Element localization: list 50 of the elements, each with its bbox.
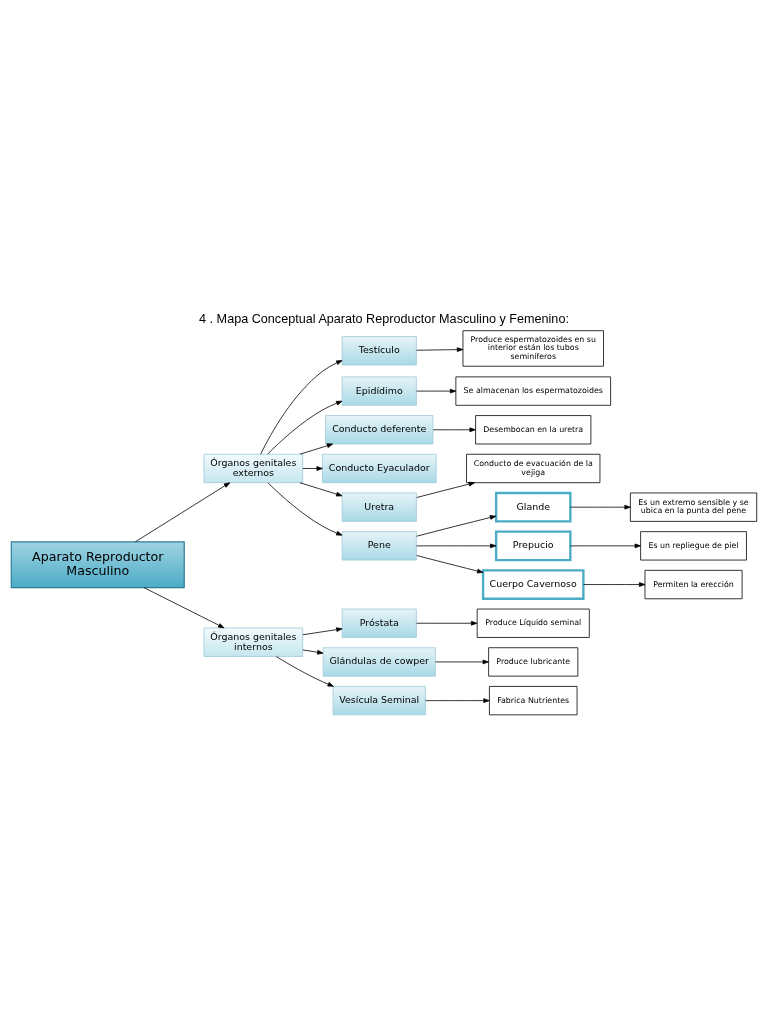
arrow bbox=[416, 543, 497, 548]
arrow bbox=[416, 388, 457, 393]
arrow bbox=[260, 359, 343, 455]
arrow bbox=[425, 697, 490, 703]
node-box: Produce lubricante bbox=[488, 646, 579, 677]
arrow bbox=[432, 426, 476, 432]
diagram-title: 4 . Mapa Conceptual Aparato Reproductor Masculino y Femenino: bbox=[199, 311, 569, 326]
node-box: Uretra bbox=[341, 492, 417, 522]
arrow bbox=[299, 442, 334, 455]
arrow bbox=[267, 481, 343, 536]
arrow bbox=[416, 346, 464, 352]
arrow bbox=[416, 554, 484, 573]
node-box: Produce espermatozoides en su interior están los tubos seminíferos bbox=[462, 329, 604, 367]
node-box: Fabrica Nutrientes bbox=[489, 685, 578, 715]
node-box: Glándulas de cowper bbox=[322, 646, 436, 677]
node-box: Cuerpo Cavernoso bbox=[481, 568, 585, 600]
node-box: Conducto de evacuación de la vejiga bbox=[466, 453, 601, 483]
arrow bbox=[302, 649, 324, 655]
arrow bbox=[143, 586, 225, 628]
arrow bbox=[570, 543, 641, 548]
arrow bbox=[416, 514, 497, 537]
arrow bbox=[302, 626, 343, 635]
arrow bbox=[583, 581, 646, 587]
arrow bbox=[435, 659, 489, 664]
node-box: Vesícula Seminal bbox=[332, 685, 426, 715]
node-box: Órganos genitales internos bbox=[203, 627, 304, 657]
node-box: Epidídimo bbox=[341, 376, 417, 406]
node-box: Órganos genitales externos bbox=[203, 453, 304, 483]
node-box: Conducto Eyaculador bbox=[322, 453, 437, 483]
node-box: Permiten la erección bbox=[644, 569, 743, 599]
node-box: Conducto deferente bbox=[325, 414, 434, 444]
arrow bbox=[416, 481, 475, 498]
node-box: Se almacenan los espermatozoides bbox=[455, 376, 611, 406]
node-box: Produce Líquido seminal bbox=[476, 608, 590, 638]
arrow bbox=[302, 465, 323, 471]
node-box: Pene bbox=[341, 530, 417, 560]
node-box: Prepucio bbox=[494, 529, 572, 561]
node-box: Próstata bbox=[341, 608, 417, 638]
arrow bbox=[135, 481, 231, 542]
node-box: Aparato Reproductor Masculino bbox=[10, 540, 185, 588]
node-box: Desembocan en la uretra bbox=[475, 414, 592, 444]
arrow bbox=[570, 504, 631, 509]
node-box: Testículo bbox=[341, 335, 417, 365]
arrow bbox=[416, 620, 478, 626]
arrow bbox=[267, 400, 343, 455]
arrow bbox=[275, 655, 334, 687]
node-box: Es un extremo sensible y se ubica en la punta del pene bbox=[629, 492, 758, 522]
node-box: Es un repliegue de piel bbox=[640, 530, 747, 560]
arrow bbox=[299, 481, 343, 496]
node-box: Glande bbox=[494, 491, 572, 523]
